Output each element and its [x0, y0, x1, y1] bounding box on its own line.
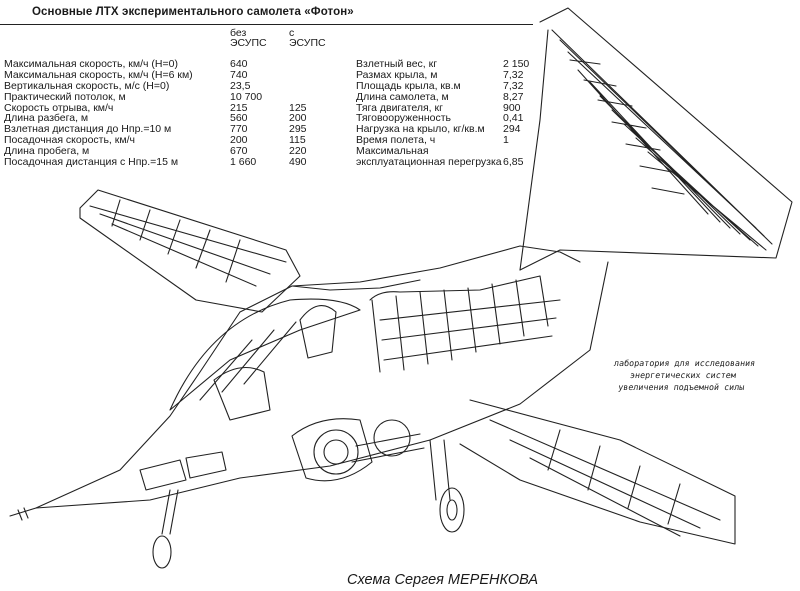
- table-row: Максимальная: [356, 146, 556, 157]
- column-header-without: без ЭСУПС: [230, 27, 267, 49]
- fuselage: [35, 245, 609, 509]
- column-header-without-line2: ЭСУПС: [230, 37, 267, 49]
- spec-value-without: 670: [230, 145, 248, 158]
- spec-label: Посадочная дистанция с Нпр.=15 м: [4, 156, 179, 169]
- spec-label: Длина пробега, м: [4, 145, 90, 158]
- lab-annotation: лаборатория для исследования энергетичес…: [600, 357, 765, 393]
- engine-section: [139, 418, 425, 491]
- landing-gear: [152, 439, 465, 569]
- spec-value-without: 560: [230, 112, 248, 125]
- spec-value-with: 295: [289, 123, 307, 136]
- column-header-with-line1: с: [289, 27, 295, 39]
- spec-label: Площадь крыла, кв.м: [356, 79, 461, 92]
- column-header-without-line1: без: [230, 27, 247, 39]
- spec-value-without: 200: [230, 134, 248, 147]
- canopy: [169, 298, 361, 421]
- table-row: Длина разбега, м 560 200: [4, 113, 334, 124]
- spec-value-with: 220: [289, 145, 307, 158]
- spec-value-without: 215: [230, 101, 248, 114]
- spec-label: Взлетная дистанция до Нпр.=10 м: [4, 123, 172, 136]
- spec-value: 900: [503, 101, 521, 114]
- spec-value-with: 490: [289, 156, 307, 169]
- nose-probe: [9, 507, 37, 521]
- illustration-credit: Схема Сергея МЕРЕНКОВА: [347, 572, 539, 588]
- spec-value-without: 23,5: [230, 79, 251, 92]
- title-underline: [0, 24, 533, 25]
- spec-label: Максимальная скорость, км/ч (H=6 км): [4, 68, 193, 81]
- tailplane: [459, 399, 736, 545]
- spec-value: 8,27: [503, 90, 524, 103]
- table-row: Взлетная дистанция до Нпр.=10 м 770 295: [4, 124, 334, 135]
- spec-value-without: 10 700: [230, 90, 263, 103]
- spec-label: Посадочная скорость, км/ч: [4, 134, 135, 147]
- spec-label: Нагрузка на крыло, кг/кв.м: [356, 123, 485, 136]
- spec-value-without: 640: [230, 58, 248, 70]
- spec-label: Максимальная скорость, км/ч (H=0): [4, 58, 178, 70]
- spec-label: Практический потолок, м: [4, 90, 126, 103]
- table-row: Длина самолета, м 8,27: [356, 90, 556, 103]
- column-header-with-line2: ЭСУПС: [289, 37, 326, 49]
- table-row: Время полета, ч 1: [356, 135, 556, 146]
- table-row: Взлетный вес, кг 2 150: [356, 59, 556, 70]
- spec-label: Вертикальная скорость, м/с (H=0): [4, 79, 170, 92]
- table-row: Нагрузка на крыло, кг/кв.м 294: [356, 124, 556, 135]
- spec-label: Тяга двигателя, кг: [356, 101, 443, 114]
- table-row: Максимальная скорость, км/ч (H=0) 640: [4, 59, 334, 70]
- right-wing: [519, 7, 793, 271]
- spec-value-without: 1 660: [230, 156, 257, 169]
- spec-value-with: 125: [289, 101, 307, 114]
- spec-value-without: 740: [230, 68, 248, 81]
- lab-annotation-line2: энергетических систем: [629, 370, 737, 380]
- table-row: Посадочная дистанция с Нпр.=15 м 1 660 490: [4, 157, 334, 168]
- spec-label: Взлетный вес, кг: [356, 58, 438, 70]
- spec-label: Время полета, ч: [356, 134, 436, 147]
- table-row: Площадь крыла, кв.м 7,32: [356, 79, 556, 92]
- spec-value: 2 150: [503, 58, 530, 70]
- spec-value-with: 200: [289, 112, 307, 125]
- spec-value: 7,32: [503, 79, 524, 92]
- spec-label: Длина разбега, м: [4, 112, 89, 125]
- lab-annotation-line1: лаборатория для исследования: [613, 358, 756, 368]
- page-title: Основные ЛТХ экспериментального самолета…: [32, 6, 354, 18]
- spec-value: 7,32: [503, 68, 524, 81]
- spec-value: 6,85: [503, 156, 524, 169]
- table-row: Длина пробега, м 670 220: [4, 146, 334, 157]
- spec-label: Скорость отрыва, км/ч: [4, 101, 114, 114]
- table-row: Практический потолок, м 10 700: [4, 90, 334, 103]
- spec-value-without: 770: [230, 123, 248, 136]
- spec-label: Максимальная: [356, 145, 429, 158]
- left-spec-table: Максимальная скорость, км/ч (H=0) 640 Мак…: [4, 59, 334, 168]
- column-header-with: с ЭСУПС: [289, 27, 326, 49]
- spec-label: эксплуатационная перегрузка: [356, 156, 502, 169]
- spec-value: 0,41: [503, 112, 524, 125]
- table-row: Вертикальная скорость, м/с (H=0) 23,5: [4, 79, 334, 92]
- spec-value: 1: [503, 134, 509, 147]
- spec-value: 294: [503, 123, 521, 136]
- table-row: Скорость отрыва, км/ч 215 125: [4, 101, 334, 114]
- table-row: Тяговооруженность 0,41: [356, 113, 556, 124]
- spec-label: Размах крыла, м: [356, 68, 438, 81]
- right-spec-table: Взлетный вес, кг 2 150 Размах крыла, м 7,3…: [356, 59, 556, 168]
- table-row: Посадочная скорость, км/ч 200 115: [4, 135, 334, 146]
- table-row: Тяга двигателя, кг 900: [356, 101, 556, 114]
- spec-label: Тяговооруженность: [356, 112, 452, 125]
- lab-annotation-line3: увеличения подъемной силы: [617, 382, 746, 392]
- left-wing: [79, 189, 301, 313]
- table-row: Максимальная скорость, км/ч (H=6 км) 740: [4, 68, 334, 81]
- spec-label: Длина самолета, м: [356, 90, 449, 103]
- table-row: Размах крыла, м 7,32: [356, 68, 556, 81]
- spec-value-with: 115: [289, 134, 306, 147]
